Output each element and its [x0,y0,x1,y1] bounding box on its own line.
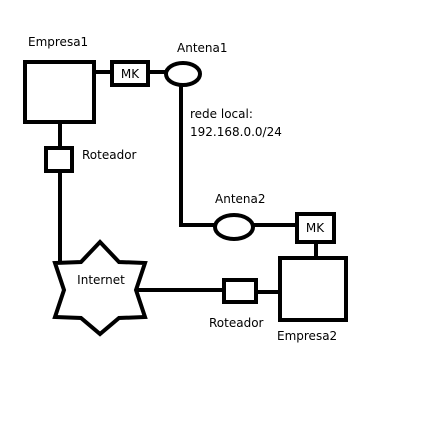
empresa1-label: Empresa1 [28,35,88,49]
rede-local-subnet: 192.168.0.0/24 [190,125,282,139]
link-antena1-antena2 [179,85,215,227]
mk1-label: MK [121,67,140,81]
mk2-box [295,212,336,244]
mk1-box [110,60,150,87]
roteador1-label: Roteador [82,148,137,162]
antena1-label: Antena1 [177,41,228,55]
empresa1-box [23,60,96,124]
empresa2-box [278,256,348,322]
connections [58,70,318,294]
mk2-label: MK [306,221,325,235]
antena1-ellipse [164,61,202,87]
roteador1-box [44,146,74,173]
rede-local-label: rede local: [190,107,253,121]
roteador2-label: Roteador [209,316,264,330]
antena2-label: Antena2 [215,192,266,206]
antena2-ellipse [213,213,255,241]
internet-star [52,239,148,337]
empresa2-label: Empresa2 [277,329,337,343]
roteador2-box [222,278,258,304]
internet-label: Internet [77,273,125,287]
